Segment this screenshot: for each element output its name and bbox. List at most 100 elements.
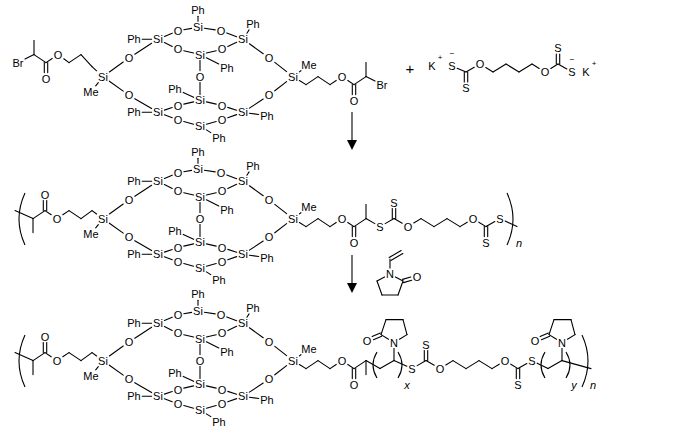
atom-label: Si: [288, 213, 298, 224]
bond-line: [43, 201, 44, 211]
atom-label: Ph: [212, 416, 225, 427]
bond-line: [92, 67, 97, 71]
bond-line: [417, 361, 426, 366]
atom-label: Si: [153, 176, 163, 187]
bond-line: [506, 64, 519, 72]
atom-label: S: [554, 43, 561, 54]
atom-label: O: [338, 213, 347, 224]
bond-line: [164, 42, 172, 46]
bond-line: [486, 68, 493, 72]
bond-line: [32, 219, 33, 233]
atom-label: Ph: [212, 132, 225, 143]
bond-line: [109, 365, 123, 375]
bond-line: [228, 399, 237, 402]
bond-line: [466, 361, 479, 369]
atom-label: Si: [195, 49, 205, 60]
bond-line: [184, 244, 194, 246]
atom-label: S: [462, 83, 469, 94]
polymer-bracket: [19, 193, 25, 245]
atom-label: N: [390, 337, 398, 348]
atom-label: Ph: [246, 160, 259, 171]
atom-label: O: [174, 242, 183, 253]
atom-label: O: [338, 355, 347, 366]
bond-line: [366, 361, 380, 369]
atom-label: Si: [153, 391, 163, 402]
bond-line: [306, 219, 318, 227]
bond-line: [164, 175, 172, 178]
atom-label: O: [174, 398, 183, 409]
bond-line: [348, 364, 354, 368]
atom-label: Si: [195, 95, 205, 106]
polymer-subscript: n: [590, 379, 596, 390]
atom-label: O: [363, 335, 372, 346]
atom-label: O: [218, 256, 227, 267]
bond-line: [197, 300, 198, 305]
bond-line: [399, 335, 407, 340]
atom-label: Ph: [127, 176, 140, 187]
atom-label: Si: [193, 164, 203, 175]
bond-line: [135, 43, 152, 54]
bond-line: [366, 77, 375, 82]
plus-sign: +: [406, 61, 415, 76]
atom-label: Si: [153, 107, 163, 118]
bond-line: [69, 55, 81, 63]
bond-line: [352, 227, 353, 237]
bond-line: [206, 386, 216, 388]
repeat-bracket: [398, 352, 402, 378]
atom-label: O: [125, 374, 134, 385]
bond-line: [355, 85, 356, 95]
atom-label: Br: [13, 57, 24, 68]
bond-line: [299, 71, 301, 72]
bond-line: [561, 349, 562, 361]
bond-line: [69, 211, 81, 219]
atom-label: O: [531, 335, 540, 346]
bond-line: [164, 184, 172, 188]
atom-label: O: [218, 114, 227, 125]
atom-label: O: [174, 167, 183, 178]
bond-line: [427, 351, 428, 361]
bond-line: [493, 64, 506, 72]
bond-line: [164, 317, 172, 320]
atom-label: Si: [98, 355, 108, 366]
bond-line: [249, 99, 263, 108]
atom-label: S: [422, 339, 429, 350]
bond-line: [275, 366, 287, 375]
atom-label: Ph: [168, 367, 181, 378]
bond-line: [227, 175, 237, 179]
bond-line: [354, 361, 366, 369]
bond-line: [426, 361, 434, 366]
bond-line: [228, 107, 237, 110]
bond-line: [275, 82, 287, 91]
bond-line: [377, 277, 385, 281]
atom-label: Ph: [127, 107, 140, 118]
atom-label: Si: [238, 391, 248, 402]
bond-line: [447, 219, 460, 227]
bond-line: [227, 33, 237, 37]
repeat-bracket: [566, 352, 570, 378]
bond-line: [249, 255, 258, 256]
bond-line: [81, 55, 92, 67]
bond-line: [164, 33, 172, 36]
atom-label: O: [174, 309, 183, 320]
atom-label: S: [390, 197, 397, 208]
bond-line: [92, 353, 97, 356]
atom-label: S: [448, 61, 455, 72]
bond-line: [249, 241, 263, 250]
atom-label: S: [568, 67, 575, 78]
atom-label: O: [217, 167, 226, 178]
bond-line: [479, 361, 492, 369]
bond-line: [571, 320, 575, 335]
bond-line: [511, 364, 518, 368]
bond-line: [424, 351, 425, 361]
atom-label: O: [265, 232, 274, 243]
bond-line: [109, 62, 123, 72]
atom-label: O: [53, 355, 62, 366]
bond-line: [15, 211, 33, 219]
bond-line: [206, 272, 210, 275]
bond-line: [398, 281, 403, 295]
atom-label: O: [196, 71, 205, 82]
bond-line: [184, 264, 194, 267]
bond-line: [299, 365, 306, 369]
bond-line: [81, 353, 92, 361]
atom-label: Me: [83, 86, 98, 97]
